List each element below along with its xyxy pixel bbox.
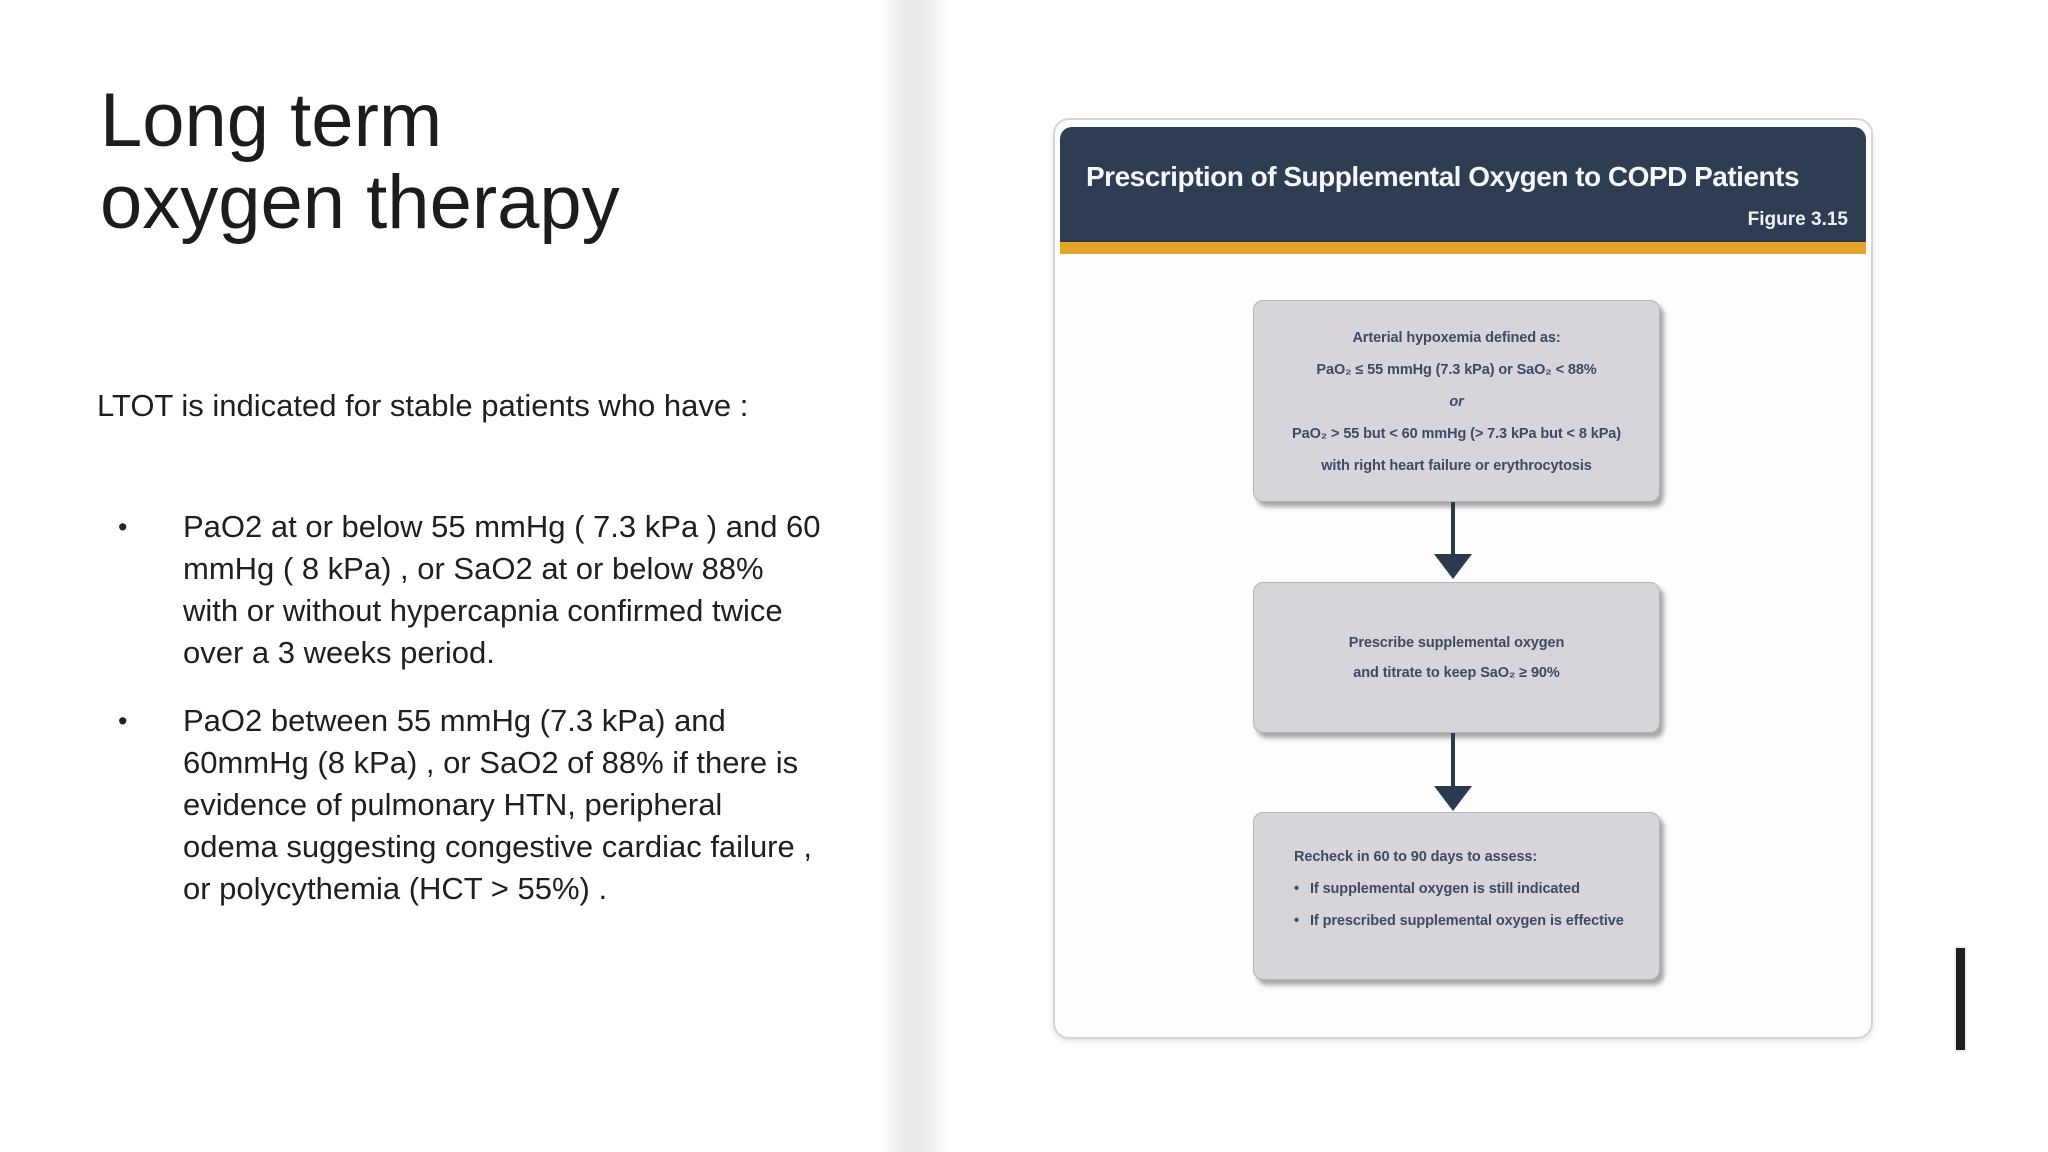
bullet-marker: • [118,512,128,542]
intro-text: LTOT is indicated for stable patients wh… [97,388,749,423]
flow-box-line: or [1449,394,1464,410]
flow-box-heading: Recheck in 60 to 90 days to assess: [1294,849,1538,865]
arrow-shaft [1451,502,1455,554]
flow-box-bullet-text: If prescribed supplemental oxygen is eff… [1310,913,1624,929]
bullet-marker: • [1294,913,1299,929]
arrow-shaft [1451,733,1455,786]
flow-arrow-down-icon [1434,502,1472,579]
figure-number-label: Figure 3.15 [1747,209,1848,230]
flow-arrow-down-icon [1434,733,1472,811]
bullet-marker: • [1294,881,1299,897]
list-item: • PaO2 at or below 55 mmHg ( 7.3 kPa ) a… [118,506,918,674]
flow-box-line: with right heart failure or erythrocytos… [1321,458,1592,474]
bullet-text: PaO2 at or below 55 mmHg ( 7.3 kPa ) and… [183,509,821,670]
flow-box-bullet-item: • If supplemental oxygen is still indica… [1294,873,1641,905]
flow-box-line: PaO₂ ≤ 55 mmHg (7.3 kPa) or SaO₂ < 88% [1316,362,1597,378]
gold-accent-bar [1060,242,1866,254]
arrow-head [1434,786,1472,811]
flow-box-line: Arterial hypoxemia defined as: [1352,330,1561,346]
flow-box-recheck: Recheck in 60 to 90 days to assess: • If… [1253,812,1660,980]
flow-box-bullet-text: If supplemental oxygen is still indicate… [1310,881,1580,897]
flow-box-bullet-item: • If prescribed supplemental oxygen is e… [1294,905,1641,937]
flow-box-line: PaO₂ > 55 but < 60 mmHg (> 7.3 kPa but <… [1292,426,1621,442]
list-item: • PaO2 between 55 mmHg (7.3 kPa) and 60m… [118,700,918,910]
page-title: Long term oxygen therapy [100,78,620,246]
flow-box-prescribe-oxygen: Prescribe supplemental oxygen and titrat… [1253,582,1660,733]
slide-edge-shading [878,0,952,1152]
bullet-text: PaO2 between 55 mmHg (7.3 kPa) and 60mmH… [183,703,812,906]
figure-header: Prescription of Supplemental Oxygen to C… [1060,127,1866,242]
bullet-list: • PaO2 at or below 55 mmHg ( 7.3 kPa ) a… [118,506,918,910]
text-cursor-bar [1954,946,1967,1052]
flow-box-text: Prescribe supplemental oxygen and titrat… [1348,634,1565,681]
figure-title: Prescription of Supplemental Oxygen to C… [1086,161,1800,192]
flow-box-hypoxemia-definition: Arterial hypoxemia defined as: PaO₂ ≤ 55… [1253,300,1660,502]
arrow-head [1434,554,1472,579]
bullet-marker: • [118,706,128,736]
